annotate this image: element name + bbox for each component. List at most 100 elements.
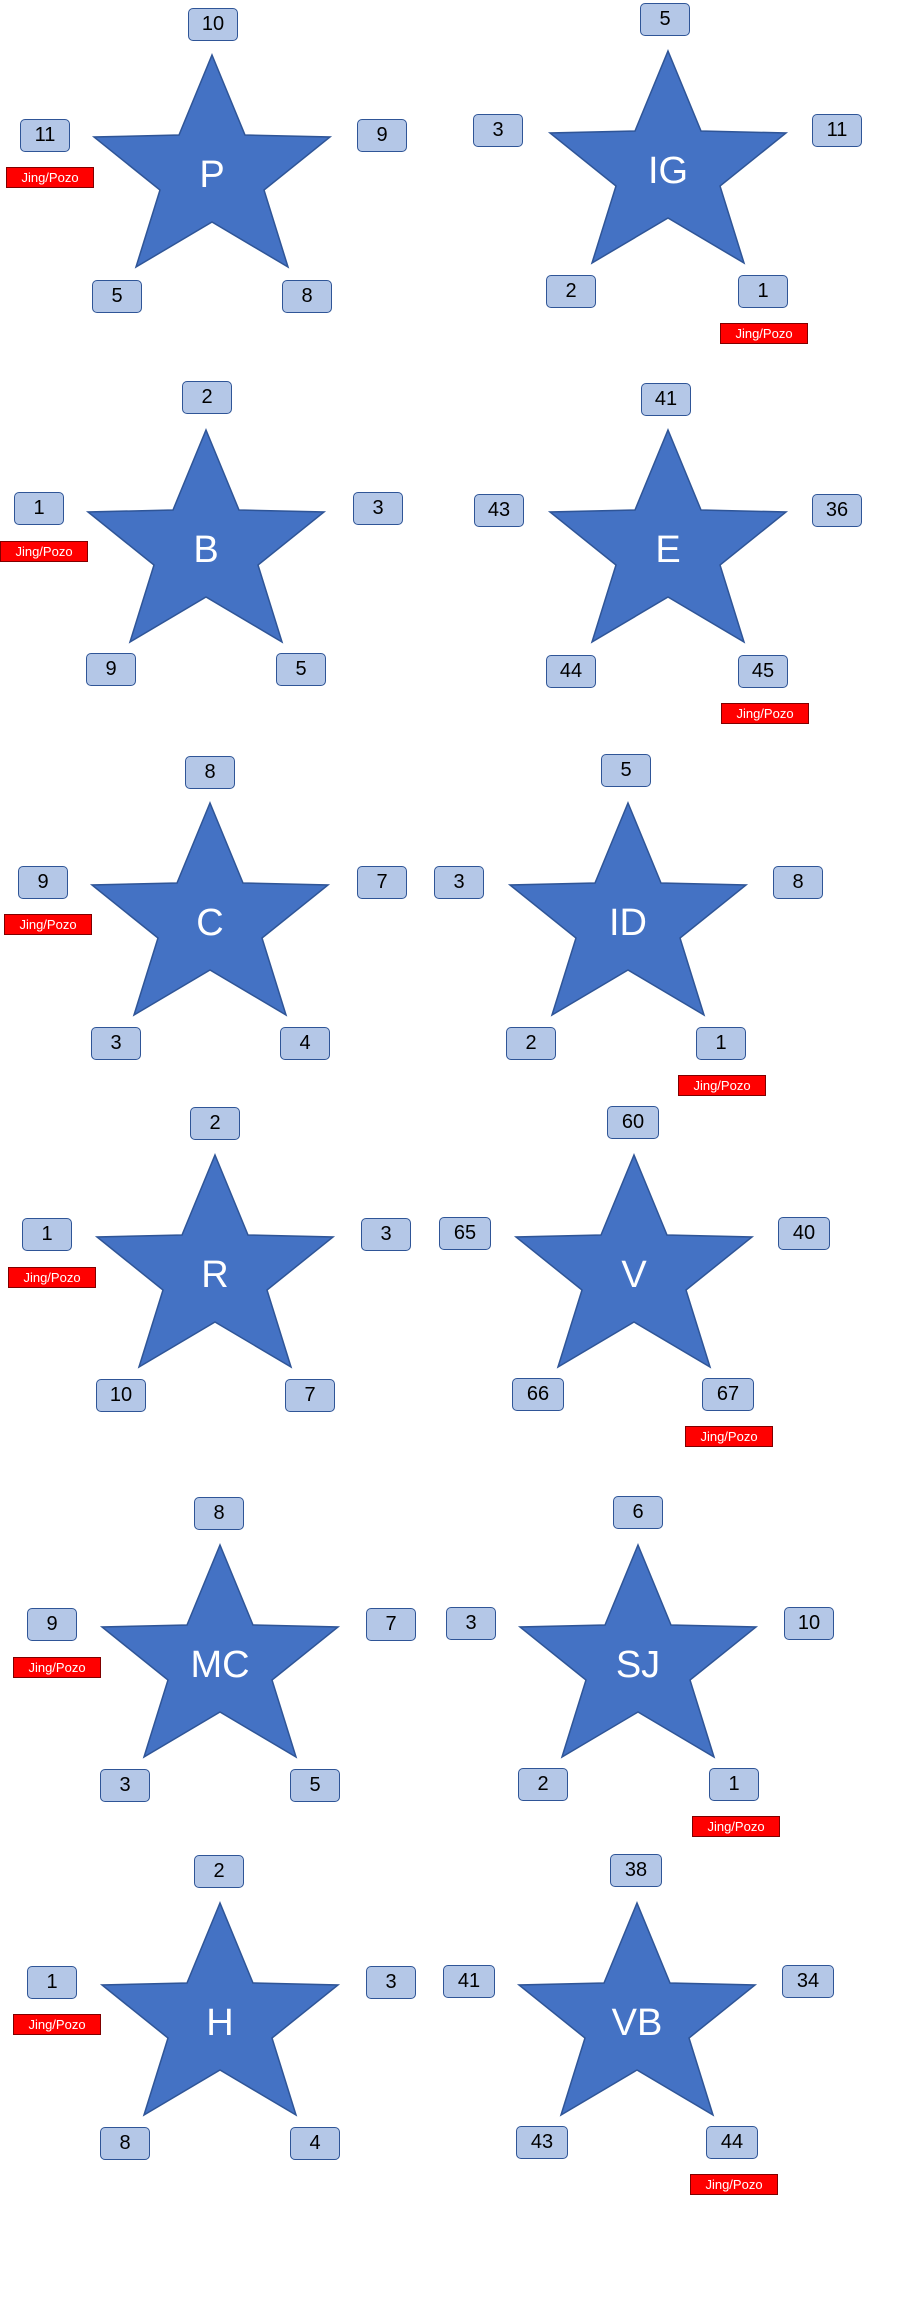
star-shape <box>516 1901 758 2117</box>
star-shape <box>547 49 789 265</box>
bottom-right-value-box: 1 <box>709 1768 759 1801</box>
jing-pozo-tag: Jing/Pozo <box>690 2174 778 2195</box>
left-value-box: 3 <box>434 866 484 899</box>
bottom-right-value-box: 4 <box>290 2127 340 2160</box>
star-shape <box>89 801 331 1017</box>
star-shape <box>99 1543 341 1759</box>
right-value-box: 3 <box>361 1218 411 1251</box>
top-value-box: 10 <box>188 8 238 41</box>
star-shape <box>513 1153 755 1369</box>
star-label: E <box>655 529 681 571</box>
bottom-left-value-box: 8 <box>100 2127 150 2160</box>
left-value-box: 41 <box>443 1965 495 1998</box>
star-label: ID <box>609 902 647 944</box>
star-group-mc: MC 8 9 7 3 5 Jing/Pozo <box>0 1490 450 1820</box>
right-value-box: 7 <box>366 1608 416 1641</box>
top-value-box: 8 <box>185 756 235 789</box>
star-shape <box>85 428 327 644</box>
left-value-box: 3 <box>473 114 523 147</box>
bottom-right-value-box: 7 <box>285 1379 335 1412</box>
bottom-right-value-box: 8 <box>282 280 332 313</box>
top-value-box: 2 <box>194 1855 244 1888</box>
bottom-left-value-box: 43 <box>516 2126 568 2159</box>
top-value-box: 38 <box>610 1854 662 1887</box>
jing-pozo-tag: Jing/Pozo <box>685 1426 773 1447</box>
bottom-right-value-box: 44 <box>706 2126 758 2159</box>
jing-pozo-tag: Jing/Pozo <box>6 167 94 188</box>
top-value-box: 60 <box>607 1106 659 1139</box>
bottom-right-value-box: 67 <box>702 1378 754 1411</box>
right-value-box: 9 <box>357 119 407 152</box>
jing-pozo-tag: Jing/Pozo <box>4 914 92 935</box>
star-group-id: ID 5 3 8 2 1 Jing/Pozo <box>420 748 870 1096</box>
bottom-left-value-box: 9 <box>86 653 136 686</box>
star-label: P <box>199 154 225 196</box>
bottom-left-value-box: 2 <box>506 1027 556 1060</box>
star-group-ig: IG 5 3 11 2 1 Jing/Pozo <box>458 0 908 344</box>
star-label: C <box>196 902 224 944</box>
left-value-box: 1 <box>27 1966 77 1999</box>
star-label: MC <box>190 1644 250 1686</box>
star-label: B <box>193 529 219 571</box>
left-value-box: 43 <box>474 494 524 527</box>
right-value-box: 11 <box>812 114 862 147</box>
jing-pozo-tag: Jing/Pozo <box>0 541 88 562</box>
star-group-v: V 60 65 40 66 67 Jing/Pozo <box>420 1100 870 1447</box>
star-shape <box>547 428 789 644</box>
bottom-left-value-box: 66 <box>512 1378 564 1411</box>
bottom-right-value-box: 1 <box>738 275 788 308</box>
bottom-left-value-box: 2 <box>546 275 596 308</box>
top-value-box: 5 <box>640 3 690 36</box>
right-value-box: 36 <box>812 494 862 527</box>
jing-pozo-tag: Jing/Pozo <box>678 1075 766 1096</box>
star-group-vb: VB 38 41 34 43 44 Jing/Pozo <box>430 1848 880 2195</box>
left-value-box: 1 <box>14 492 64 525</box>
bottom-left-value-box: 3 <box>100 1769 150 1802</box>
star-group-b: B 2 1 3 9 5 Jing/Pozo <box>0 375 450 705</box>
star-shape <box>91 53 333 269</box>
top-value-box: 6 <box>613 1496 663 1529</box>
left-value-box: 9 <box>27 1608 77 1641</box>
jing-pozo-tag: Jing/Pozo <box>8 1267 96 1288</box>
jing-pozo-tag: Jing/Pozo <box>692 1816 780 1837</box>
right-value-box: 34 <box>782 1965 834 1998</box>
bottom-left-value-box: 2 <box>518 1768 568 1801</box>
star-label: H <box>206 2002 234 2044</box>
top-value-box: 2 <box>190 1107 240 1140</box>
bottom-left-value-box: 3 <box>91 1027 141 1060</box>
right-value-box: 7 <box>357 866 407 899</box>
left-value-box: 1 <box>22 1218 72 1251</box>
bottom-right-value-box: 45 <box>738 655 788 688</box>
star-shape <box>517 1543 759 1759</box>
jing-pozo-tag: Jing/Pozo <box>13 2014 101 2035</box>
star-group-e: E 41 43 36 44 45 Jing/Pozo <box>458 375 908 724</box>
bottom-left-value-box: 5 <box>92 280 142 313</box>
left-value-box: 3 <box>446 1607 496 1640</box>
bottom-right-value-box: 5 <box>276 653 326 686</box>
right-value-box: 8 <box>773 866 823 899</box>
jing-pozo-tag: Jing/Pozo <box>721 703 809 724</box>
star-shape <box>99 1901 341 2117</box>
left-value-box: 11 <box>20 119 70 152</box>
star-group-h: H 2 1 3 8 4 Jing/Pozo <box>0 1848 450 2178</box>
star-group-c: C 8 9 7 3 4 Jing/Pozo <box>0 748 450 1078</box>
star-label: SJ <box>615 1644 661 1686</box>
star-group-sj: SJ 6 3 10 2 1 Jing/Pozo <box>430 1490 880 1837</box>
star-label: V <box>621 1254 647 1296</box>
top-value-box: 8 <box>194 1497 244 1530</box>
top-value-box: 2 <box>182 381 232 414</box>
bottom-left-value-box: 44 <box>546 655 596 688</box>
star-label: VB <box>611 2002 663 2044</box>
star-group-r: R 2 1 3 10 7 Jing/Pozo <box>0 1100 450 1430</box>
star-shape <box>94 1153 336 1369</box>
left-value-box: 9 <box>18 866 68 899</box>
left-value-box: 65 <box>439 1217 491 1250</box>
top-value-box: 41 <box>641 383 691 416</box>
right-value-box: 10 <box>784 1607 834 1640</box>
bottom-left-value-box: 10 <box>96 1379 146 1412</box>
jing-pozo-tag: Jing/Pozo <box>13 1657 101 1678</box>
right-value-box: 3 <box>353 492 403 525</box>
bottom-right-value-box: 5 <box>290 1769 340 1802</box>
star-label: IG <box>647 150 689 192</box>
right-value-box: 3 <box>366 1966 416 1999</box>
